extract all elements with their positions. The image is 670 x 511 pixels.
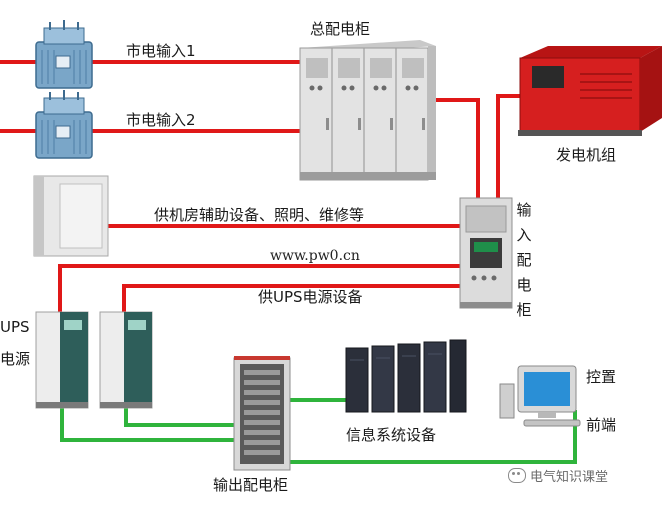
- ups-unit-1-icon: [35, 311, 89, 409]
- ups-power-label-line1: UPS: [0, 318, 30, 336]
- input-cabinet-char: 电: [516, 276, 532, 294]
- aux-supply-label: 供机房辅助设备、照明、维修等: [154, 206, 365, 224]
- ups1-supply-line: [58, 264, 462, 314]
- generator-set-icon: [518, 46, 662, 136]
- server-racks-icon: [345, 339, 467, 413]
- ups2-supply-line: [122, 284, 462, 314]
- generator-set-label: 发电机组: [556, 146, 617, 164]
- output-distribution-cabinet-icon: [233, 356, 291, 471]
- output-wiring: [60, 398, 577, 464]
- ups-supply-label: 供UPS电源设备: [258, 288, 363, 306]
- ups1-output-line: [60, 398, 238, 442]
- ups-unit-2-icon: [99, 311, 153, 409]
- main-to-input-cabinet-line: [430, 98, 480, 202]
- input-cabinet-char: 入: [516, 226, 532, 244]
- output-to-control-line: [288, 410, 577, 464]
- input-cabinet-char: 输: [516, 201, 532, 219]
- main-distribution-cabinet-icon: [299, 40, 436, 181]
- input-cabinet-char: 柜: [516, 301, 532, 319]
- main-cabinet-label: 总配电柜: [310, 20, 371, 38]
- output-cabinet-label: 输出配电柜: [213, 476, 289, 494]
- watermark-text: 电气知识课堂: [530, 470, 609, 485]
- control-computer-icon: [499, 365, 581, 427]
- input-cabinet-label: 输 入 配 电 柜: [514, 198, 534, 323]
- control-label-line1: 控置: [586, 368, 617, 386]
- generator-to-input-cabinet-line: [496, 94, 520, 202]
- ups-power-label-line2: 电源: [0, 350, 31, 368]
- air-conditioner-icon: [33, 175, 109, 257]
- input-distribution-cabinet-icon: [459, 197, 513, 309]
- watermark: 电气知识课堂: [508, 466, 608, 485]
- transformer-2-icon: [35, 90, 93, 159]
- wechat-icon: [508, 468, 526, 483]
- website-label: www.pw0.cn: [270, 248, 360, 264]
- input-cabinet-char: 配: [516, 251, 532, 269]
- mains-input-1-label: 市电输入1: [126, 42, 196, 60]
- control-label-line2: 前端: [586, 416, 617, 434]
- mains-input-2-label: 市电输入2: [126, 111, 196, 129]
- it-equipment-label: 信息系统设备: [346, 426, 437, 444]
- transformer-1-icon: [35, 20, 93, 89]
